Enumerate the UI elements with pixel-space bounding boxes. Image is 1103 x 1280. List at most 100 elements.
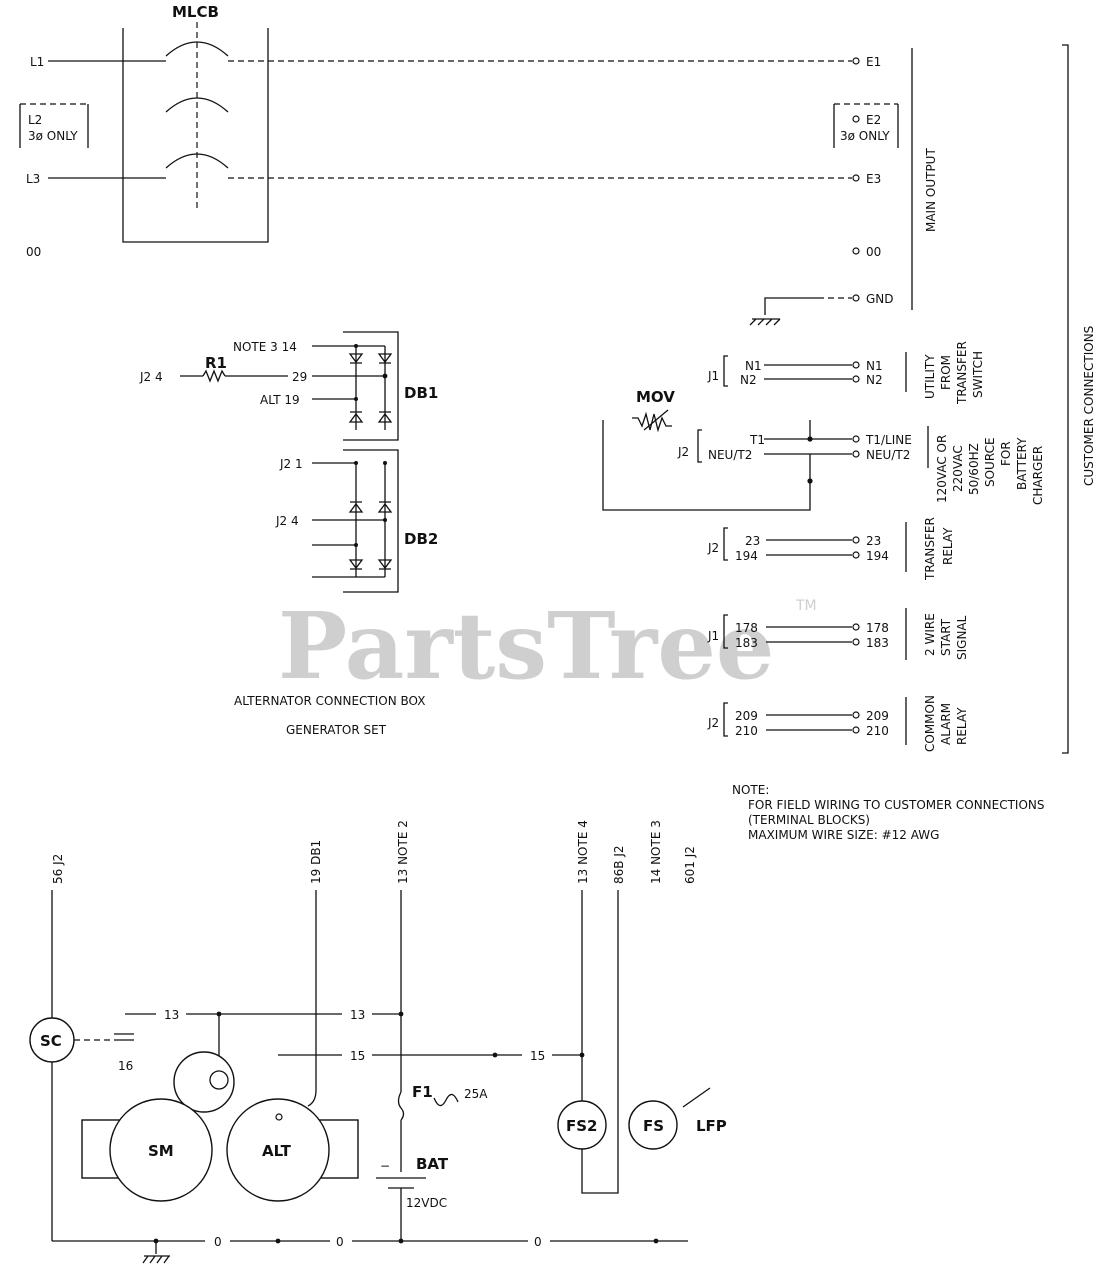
- note-line-3: MAXIMUM WIRE SIZE: #12 AWG: [748, 828, 939, 842]
- utility-label-2: FROM: [939, 355, 953, 390]
- label-13-right: 13: [350, 1008, 365, 1022]
- start-b-left: 183: [735, 636, 758, 650]
- utility-conn: J1: [707, 369, 719, 383]
- utility-b-left: N2: [740, 373, 757, 387]
- alt-box-line1: ALTERNATOR CONNECTION BOX: [234, 694, 425, 708]
- fs-label: FS: [643, 1117, 664, 1135]
- transfer-a-left: 23: [745, 534, 760, 548]
- charger-label-6: BATTERY: [1015, 437, 1029, 490]
- battery-voltage: 12VDC: [406, 1196, 447, 1210]
- label-15-right: 15: [530, 1049, 545, 1063]
- label-e1: E1: [866, 55, 881, 69]
- wire-56-j2: 56 J2: [51, 854, 65, 884]
- mlcb-title: MLCB: [172, 3, 219, 21]
- terminal-block-charger: J2 T1 NEU/T2 T1/LINE NEU/T2 120VAC OR 22…: [677, 426, 1045, 505]
- utility-a-left: N1: [745, 359, 762, 373]
- db1-wire-14: NOTE 3 14: [233, 340, 297, 354]
- note-title: NOTE:: [732, 783, 769, 797]
- label-0-a: 0: [214, 1235, 222, 1249]
- label-0-c: 0: [534, 1235, 542, 1249]
- db2-diode-bridge: DB2 J2 1 J2 4: [275, 449, 438, 593]
- label-gnd: GND: [866, 292, 894, 306]
- watermark-text: PartsTree: [278, 592, 774, 700]
- battery-minus: −: [380, 1159, 390, 1173]
- utility-label-1: UTILITY: [923, 354, 937, 399]
- alt-box-line2: GENERATOR SET: [286, 723, 387, 737]
- label-16: 16: [118, 1059, 133, 1073]
- start-a-right: 178: [866, 621, 889, 635]
- db1-title: DB1: [404, 384, 438, 402]
- charger-label-4: SOURCE: [983, 437, 997, 487]
- label-00-out: 00: [866, 245, 881, 259]
- wire-14-note3: 14 NOTE 3: [649, 820, 663, 884]
- charger-label-7: CHARGER: [1031, 446, 1045, 505]
- utility-label-3: TRANSFER: [955, 341, 969, 405]
- terminal-block-start: J1 178 183 178 183 2 WIRE START SIGNAL: [707, 608, 969, 660]
- db1-diode-bridge: DB1 NOTE 3 14 R1 J2 4 29 ALT 19: [139, 331, 438, 441]
- label-l1: L1: [30, 55, 44, 69]
- charger-label-1: 120VAC OR: [935, 435, 949, 503]
- start-conn: J1: [707, 629, 719, 643]
- sc-label: SC: [40, 1032, 62, 1050]
- label-l2: L2: [28, 113, 42, 127]
- alarm-b-right: 210: [866, 724, 889, 738]
- transfer-conn: J2: [707, 541, 719, 555]
- charger-b-left: NEU/T2: [708, 448, 752, 462]
- charger-label-3: 50/60HZ: [967, 443, 981, 495]
- alarm-b-left: 210: [735, 724, 758, 738]
- watermark-tm: TM: [795, 598, 817, 614]
- alarm-label-2: ALARM: [939, 703, 953, 745]
- mlcb-breaker: MLCB: [122, 3, 269, 243]
- charger-label-5: FOR: [999, 441, 1013, 466]
- start-b-right: 183: [866, 636, 889, 650]
- alt-label: ALT: [262, 1142, 292, 1160]
- utility-a-right: N1: [866, 359, 883, 373]
- charger-a-right: T1/LINE: [865, 433, 912, 447]
- mov-title: MOV: [636, 388, 675, 406]
- lfp-label: LFP: [696, 1117, 727, 1135]
- label-15-left: 15: [350, 1049, 365, 1063]
- label-e2: E2: [866, 113, 881, 127]
- start-label-1: 2 WIRE: [923, 613, 937, 656]
- r1-j2-4: J2 4: [139, 370, 163, 384]
- wire-601-j2: 601 J2: [683, 846, 697, 884]
- wire-13-note2: 13 NOTE 2: [396, 820, 410, 884]
- transfer-b-right: 194: [866, 549, 889, 563]
- label-e3: E3: [866, 172, 881, 186]
- db2-j2-4: J2 4: [275, 514, 299, 528]
- f1-label: F1: [412, 1083, 433, 1101]
- charger-conn: J2: [677, 445, 689, 459]
- bat-label: BAT: [416, 1155, 449, 1173]
- fs2-label: FS2: [566, 1117, 598, 1135]
- field-wiring-note: NOTE: FOR FIELD WIRING TO CUSTOMER CONNE…: [732, 783, 1045, 842]
- utility-b-right: N2: [866, 373, 883, 387]
- charger-label-2: 220VAC: [951, 445, 965, 492]
- start-a-left: 178: [735, 621, 758, 635]
- sm-label: SM: [148, 1142, 174, 1160]
- terminal-block-utility: J1 N1 N2 N1 N2 UTILITY FROM TRANSFER SWI…: [707, 341, 985, 405]
- engine-dc-section: 56 J2 19 DB1 13 NOTE 2 13 NOTE 4 86B J2 …: [29, 820, 727, 1264]
- terminal-block-transfer: J2 23 194 23 194 TRANSFER RELAY: [707, 517, 955, 581]
- fuse-rating: 25A: [464, 1087, 488, 1101]
- transfer-b-left: 194: [735, 549, 758, 563]
- db2-title: DB2: [404, 530, 438, 548]
- customer-connections-label: CUSTOMER CONNECTIONS: [1082, 326, 1096, 486]
- main-output-label: MAIN OUTPUT: [924, 148, 938, 232]
- alarm-a-right: 209: [866, 709, 889, 723]
- alarm-a-left: 209: [735, 709, 758, 723]
- alarm-label-1: COMMON: [923, 695, 937, 752]
- label-l3: L3: [26, 172, 40, 186]
- label-0-b: 0: [336, 1235, 344, 1249]
- label-l2-note: 3ø ONLY: [28, 129, 78, 143]
- alarm-label-3: RELAY: [955, 707, 969, 745]
- utility-label-4: SWITCH: [971, 351, 985, 398]
- start-label-2: START: [939, 618, 953, 656]
- wire-86b-j2: 86B J2: [612, 846, 626, 885]
- label-13-left: 13: [164, 1008, 179, 1022]
- label-e2-note: 3ø ONLY: [840, 129, 890, 143]
- wire-19-db1: 19 DB1: [309, 840, 323, 884]
- db1-wire-29: 29: [292, 370, 307, 384]
- terminal-block-alarm: J2 209 210 209 210 COMMON ALARM RELAY: [707, 695, 969, 752]
- db2-j2-1: J2 1: [279, 457, 303, 471]
